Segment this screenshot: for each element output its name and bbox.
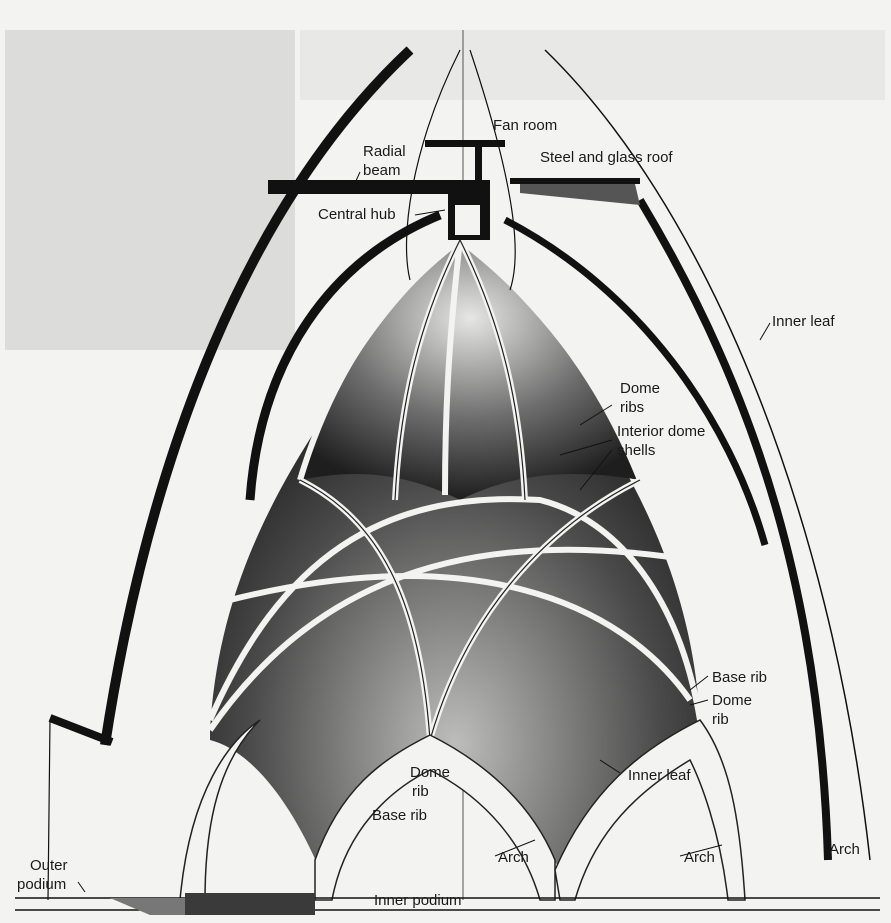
- central-hub-structure: [268, 140, 640, 240]
- label-dome-rib-right-1: Dome: [712, 692, 752, 709]
- label-dome-rib-right-2: rib: [712, 711, 729, 728]
- label-interior-dome-shells-1: Interior dome: [617, 423, 705, 440]
- leader-lines: [77, 171, 771, 893]
- label-arch-far-right: Arch: [829, 841, 860, 858]
- label-arch-right: Arch: [684, 849, 715, 866]
- dome-ribs-outline: [299, 239, 641, 741]
- label-outer-podium-1: Outer: [30, 857, 68, 874]
- label-inner-leaf-lower: Inner leaf: [628, 767, 691, 784]
- label-arch-center: Arch: [498, 849, 529, 866]
- interior-dome: [210, 240, 700, 870]
- podium: [15, 893, 880, 915]
- outer-leaves: [47, 46, 871, 901]
- label-dome-ribs-1: Dome: [620, 380, 660, 397]
- label-base-rib-center: Base rib: [372, 807, 427, 824]
- label-interior-dome-shells-2: shells: [617, 442, 655, 459]
- label-steel-glass-roof: Steel and glass roof: [540, 149, 673, 166]
- label-base-rib-right: Base rib: [712, 669, 767, 686]
- label-dome-ribs-2: ribs: [620, 399, 644, 416]
- label-central-hub: Central hub: [318, 206, 396, 223]
- label-inner-leaf-upper: Inner leaf: [772, 313, 835, 330]
- label-fan-room: Fan room: [493, 117, 557, 134]
- label-radial-beam-1: Radial: [363, 143, 406, 160]
- label-outer-podium-2: podium: [17, 876, 66, 893]
- arches: [179, 719, 746, 901]
- label-dome-rib-center-1: Dome: [410, 764, 450, 781]
- label-radial-beam-2: beam: [363, 162, 401, 179]
- background-page-bleed: [5, 30, 295, 350]
- label-inner-podium: Inner podium: [374, 892, 462, 909]
- label-dome-rib-center-2: rib: [412, 783, 429, 800]
